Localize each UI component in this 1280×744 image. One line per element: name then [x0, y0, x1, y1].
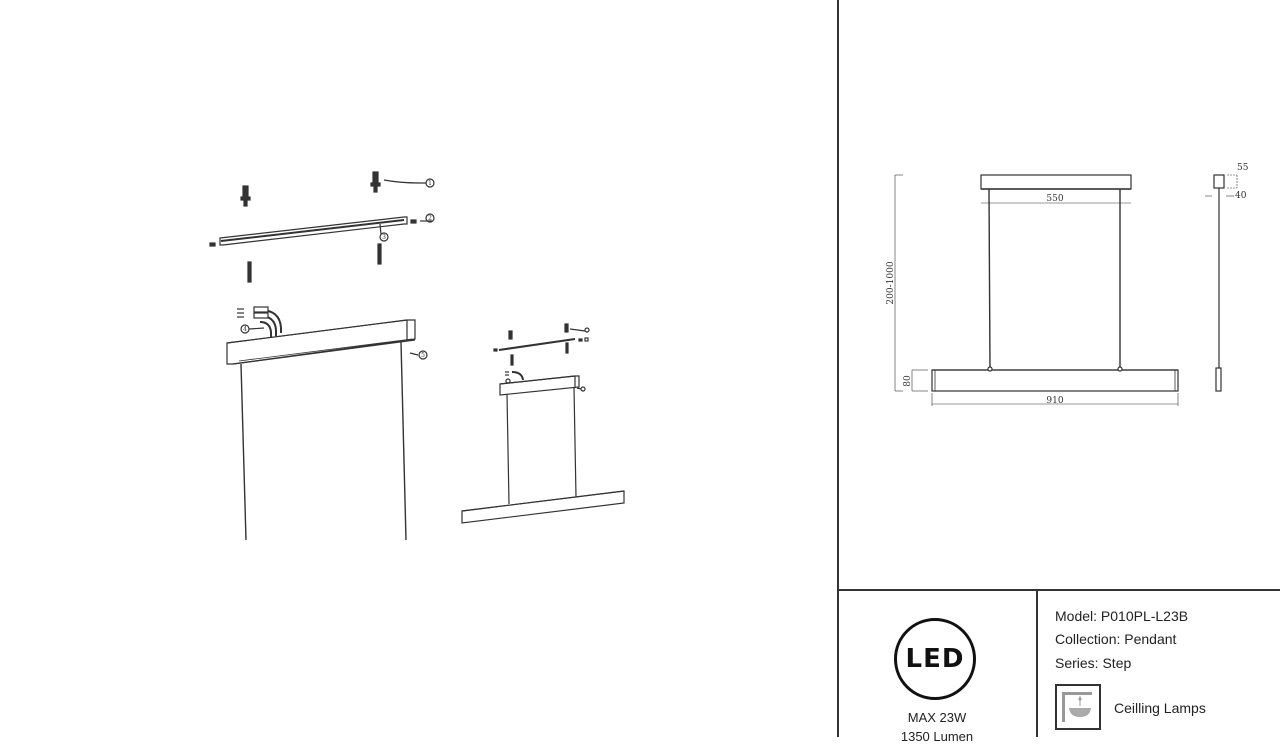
title-block-divider: [1036, 589, 1038, 737]
led-badge-text: LED: [905, 644, 965, 674]
ceiling-lamp-icon: [1055, 684, 1101, 730]
dim-canopy-depth: 40: [1235, 191, 1247, 201]
power-spec: MAX 23W: [907, 710, 967, 725]
frame-divider-horizontal: [837, 589, 1280, 591]
callout-3: 3: [382, 234, 386, 241]
dim-total-height: 200-1000: [886, 261, 896, 304]
dim-canopy-height: 55: [1237, 163, 1249, 173]
callout-5: 5: [421, 352, 425, 359]
dim-canopy-width: 550: [1046, 194, 1063, 204]
callout-2: 2: [428, 215, 432, 222]
model-label: Model: P010PL-L23B: [1055, 608, 1189, 624]
dim-body-height: 80: [903, 375, 913, 387]
callout-4: 4: [243, 326, 247, 333]
screw-icon: [370, 171, 381, 193]
dim-body-length: 910: [1046, 396, 1063, 406]
frame-divider-vertical: [837, 0, 839, 737]
category-label: Ceilling Lamps: [1114, 700, 1206, 716]
callout-1: 1: [428, 180, 432, 187]
series-label: Series: Step: [1055, 655, 1132, 671]
screw-icon: [240, 185, 251, 207]
collection-label: Collection: Pendant: [1055, 631, 1177, 647]
led-badge: LED: [894, 618, 976, 700]
